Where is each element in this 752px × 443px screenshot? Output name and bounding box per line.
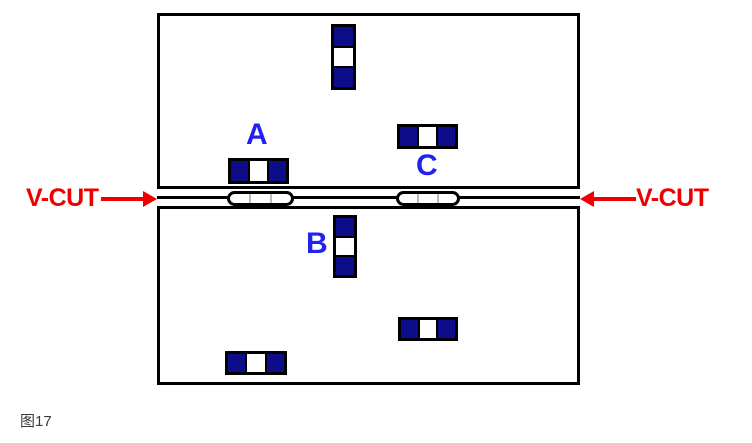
chip-terminal <box>228 354 246 372</box>
chip-terminal <box>231 161 248 181</box>
chip-terminal <box>334 27 353 46</box>
vcut-score-line <box>157 196 580 199</box>
breakaway-slot-left <box>227 191 294 206</box>
upper-panel-outline <box>157 13 580 189</box>
chip-terminal <box>336 257 354 276</box>
figure-caption: 图17 <box>20 413 52 430</box>
chip-terminal <box>438 320 456 338</box>
slot-segment <box>249 194 270 203</box>
chip-component-a <box>228 158 289 184</box>
vcut-arrow-left <box>101 197 144 201</box>
chip-terminal <box>336 218 354 236</box>
chip-terminal <box>334 68 353 88</box>
vcut-arrowhead-left-icon <box>143 191 157 207</box>
vcut-arrow-right <box>593 197 636 201</box>
component-label-b: B <box>306 227 328 260</box>
vcut-label-right: V-CUT <box>636 184 709 212</box>
chip-body <box>417 320 439 338</box>
slot-segment <box>417 194 437 203</box>
slot-segment <box>437 194 457 203</box>
lower-panel-outline <box>157 206 580 385</box>
chip-terminal <box>438 127 455 146</box>
breakaway-slot-right <box>396 191 460 206</box>
chip-body <box>336 235 354 258</box>
slot-segment <box>230 194 249 203</box>
chip-terminal <box>269 161 286 181</box>
chip-component-lower-left <box>225 351 287 375</box>
chip-component-c <box>397 124 458 149</box>
chip-body <box>248 161 269 181</box>
chip-body <box>417 127 438 146</box>
component-label-a: A <box>246 118 268 151</box>
vcut-label-left: V-CUT <box>26 184 99 212</box>
chip-component-lower-right <box>398 317 458 341</box>
chip-body <box>245 354 267 372</box>
chip-terminal <box>266 354 284 372</box>
slot-segment <box>399 194 417 203</box>
chip-component-top-vertical <box>331 24 356 90</box>
chip-terminal <box>401 320 418 338</box>
chip-component-b <box>333 215 357 278</box>
slot-segment <box>270 194 291 203</box>
vcut-arrowhead-right-icon <box>580 191 594 207</box>
component-label-c: C <box>416 149 438 182</box>
chip-body <box>334 45 353 69</box>
chip-terminal <box>400 127 417 146</box>
